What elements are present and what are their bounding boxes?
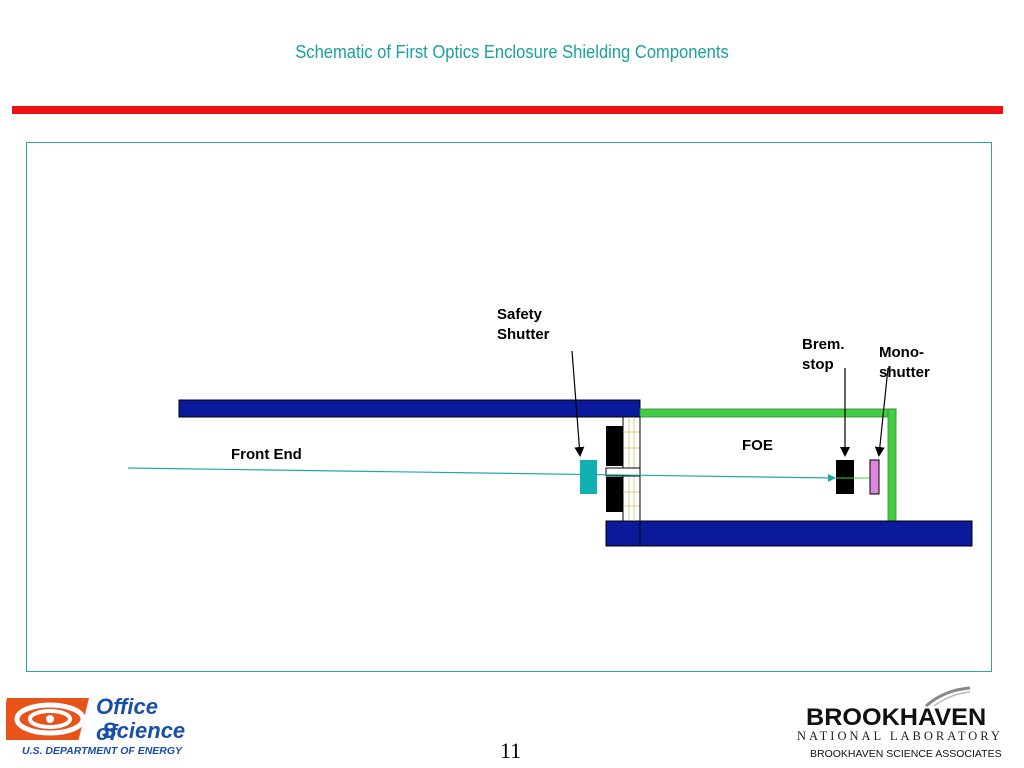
office-of-text: Office of <box>96 694 158 745</box>
brem-stop-label: Brem. stop <box>802 336 845 373</box>
front-end-label: Front End <box>231 446 302 463</box>
front-end-upper-wall <box>178 399 641 418</box>
national-laboratory-text: NATIONAL LABORATORY <box>797 729 1003 743</box>
bnl-swoosh-icon <box>925 686 971 708</box>
foe-lower-wall <box>605 520 973 547</box>
foe-roof-wall <box>639 408 897 418</box>
beam-path <box>127 467 836 482</box>
brookhaven-associates-text: BROOKHAVEN SCIENCE ASSOCIATES <box>810 748 1002 760</box>
mono-shutter-arrow <box>874 367 889 457</box>
doe-department-text: U.S. DEPARTMENT OF ENERGY <box>22 745 183 757</box>
collimator-upper <box>606 426 623 466</box>
safety-shutter-block <box>580 460 597 494</box>
slide-title: Schematic of First Optics Enclosure Shie… <box>295 42 729 62</box>
collimator-lower <box>606 477 623 512</box>
title-divider <box>12 106 1003 114</box>
doe-swirl-icon <box>6 698 90 740</box>
safety-shutter-arrow <box>571 350 585 457</box>
foe-label: FOE <box>742 437 773 454</box>
science-text: Science <box>102 718 186 743</box>
page-number: 11 <box>500 738 522 763</box>
brookhaven-logo-text: BROOKHAVEN <box>806 704 987 731</box>
mono-shutter-block <box>869 459 880 495</box>
safety-shutter-label: Safety Shutter <box>497 306 550 343</box>
diagram-frame <box>26 142 992 672</box>
mono-shutter-label: Mono- shutter <box>879 344 930 381</box>
foe-back-wall <box>887 408 897 523</box>
brem-stop-block <box>836 460 854 494</box>
